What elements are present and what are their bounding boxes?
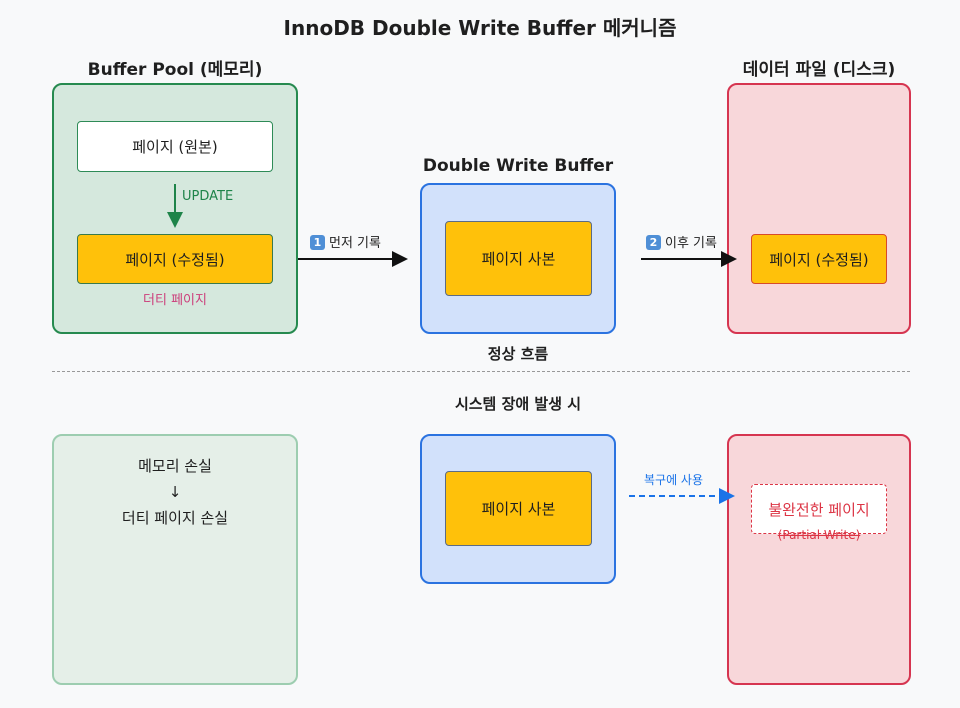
data-file-panel bbox=[727, 83, 911, 334]
dirty-page-label: 더티 페이지 bbox=[143, 293, 207, 308]
step2-badge: 2 bbox=[646, 235, 661, 250]
section-divider bbox=[52, 371, 910, 372]
disk-page-modified: 페이지 (수정됨) bbox=[751, 234, 887, 284]
data-file-heading: 데이터 파일 (디스크) bbox=[742, 60, 896, 80]
failure-page-copy: 페이지 사본 bbox=[445, 471, 592, 546]
down-arrow-icon: ↓ bbox=[168, 483, 182, 501]
memory-loss-text: 메모리 손실 ↓ 더티 페이지 손실 bbox=[52, 453, 298, 531]
double-write-heading: Double Write Buffer bbox=[422, 156, 614, 176]
arrow2-text: 이후 기록 bbox=[665, 236, 717, 251]
normal-flow-caption: 정상 흐름 bbox=[487, 345, 549, 363]
page-original: 페이지 (원본) bbox=[77, 121, 273, 172]
failure-heading: 시스템 장애 발생 시 bbox=[454, 395, 582, 413]
partial-write-label: (Partial Write) bbox=[777, 528, 861, 542]
arrow1-text: 먼저 기록 bbox=[329, 236, 381, 251]
memory-loss-line: 메모리 손실 bbox=[138, 457, 212, 475]
partial-page: 불완전한 페이지 bbox=[751, 484, 887, 534]
page-copy: 페이지 사본 bbox=[445, 221, 592, 296]
recovery-label: 복구에 사용 bbox=[644, 473, 704, 487]
dirty-loss-line: 더티 페이지 손실 bbox=[121, 509, 229, 527]
arrow2-label: 2 이후 기록 bbox=[646, 232, 717, 251]
page-modified: 페이지 (수정됨) bbox=[77, 234, 273, 284]
update-label: UPDATE bbox=[182, 189, 234, 204]
buffer-pool-heading: Buffer Pool (메모리) bbox=[87, 60, 263, 80]
partial-page-label: 불완전한 페이지 bbox=[768, 500, 870, 519]
failure-data-file-panel bbox=[727, 434, 911, 685]
arrow1-label: 1 먼저 기록 bbox=[310, 232, 381, 251]
step1-badge: 1 bbox=[310, 235, 325, 250]
lost-memory-panel bbox=[52, 434, 298, 685]
diagram-title: InnoDB Double Write Buffer 메커니즘 bbox=[283, 16, 677, 40]
